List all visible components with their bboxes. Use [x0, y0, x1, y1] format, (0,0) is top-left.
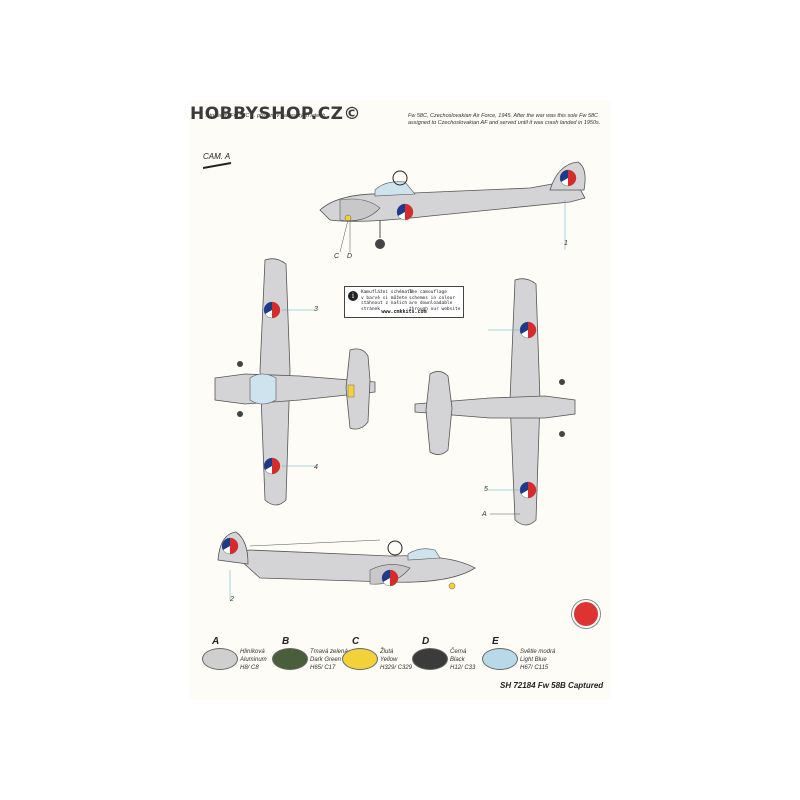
note-url: www.cmkkits.com [381, 308, 427, 315]
english-description: Fw 58C, Czechoslovakian Air Force, 1945.… [408, 113, 601, 126]
swatch-english: Light Blue [520, 657, 547, 663]
swatch-letter: D [422, 636, 430, 647]
swatch-letter: B [282, 636, 290, 647]
swatch-czech: Černá [450, 649, 467, 655]
czech-description: ...to jedný Fw 58C ... přistání v padesá… [205, 113, 327, 119]
swatch-code: H65/ C17 [310, 665, 336, 671]
swatch-code: H329/ C329 [380, 665, 413, 671]
color-chip [342, 648, 378, 670]
swatch-english: Dark Green [310, 657, 342, 663]
swatch-code: H8/ C8 [240, 665, 259, 671]
swatch-letter: C [352, 636, 360, 647]
color-chip [412, 648, 448, 670]
callout-3: 3 [314, 306, 318, 313]
swatch-czech: Hliníková [240, 649, 265, 655]
swatch-english: Aluminum [240, 657, 267, 663]
callout-4: 4 [314, 464, 318, 471]
swatch-czech: Tmavá zelená [310, 649, 348, 655]
download-note: i Kamuflážní schémata v barvě si můžete … [344, 286, 464, 318]
side-view-top [319, 161, 586, 253]
note-czech: Kamuflážní schémata v barvě si můžete st… [361, 290, 413, 312]
aircraft-drawings [214, 161, 586, 600]
scheme-label: CAM. A [203, 152, 231, 161]
callout-d: D [347, 253, 353, 260]
top-view-left [214, 258, 376, 506]
swatch-letter: A [212, 636, 220, 647]
side-view-bottom [217, 531, 476, 600]
color-chip [272, 648, 308, 670]
callout-2: 2 [230, 596, 234, 603]
color-chip [202, 648, 238, 670]
hobbyshop-watermark-logo: HOBBYSHOP.CZ© [190, 104, 361, 124]
swatch-english: Yellow [380, 657, 398, 663]
swatch-czech: Žlutá [380, 649, 394, 655]
swatch-czech: Světle modrá [520, 649, 556, 655]
top-view-right [414, 278, 576, 526]
swatch-code: H67/ C115 [520, 665, 549, 671]
product-title: SH 72184 Fw 58B Captured [500, 681, 604, 690]
callout-a: A [482, 511, 487, 518]
callout-5: 5 [484, 486, 488, 493]
swatch-english: Black [450, 657, 465, 663]
color-chip [482, 648, 518, 670]
scheme-underline [203, 162, 232, 169]
info-icon: i [348, 291, 358, 301]
callout-1: 1 [564, 240, 568, 247]
callout-c: C [334, 253, 340, 260]
note-english: The camouflage schemes in colour are dow… [409, 290, 461, 312]
swatch-code: H12/ C33 [450, 665, 476, 671]
swatch-letter: E [492, 636, 499, 647]
brand-badge [572, 600, 600, 628]
